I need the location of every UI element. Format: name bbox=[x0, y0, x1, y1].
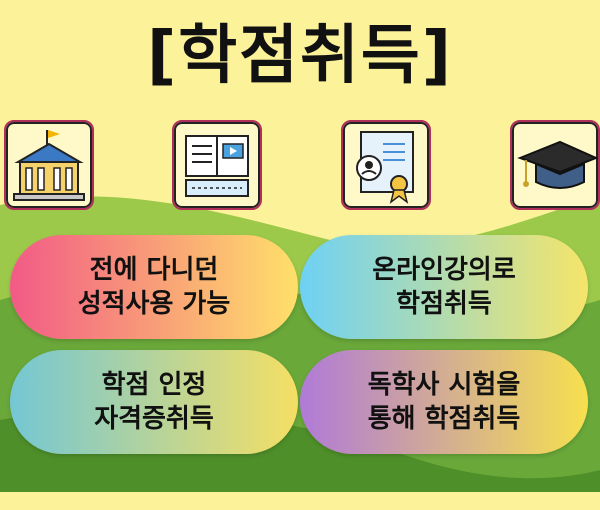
page-title: [학점취득] bbox=[146, 19, 454, 93]
card-line-1: 전에 다니던 bbox=[89, 255, 219, 285]
card-line-1: 독학사 시험을 bbox=[367, 370, 521, 400]
card-certificate-credits: 학점 인정 자격증취득 bbox=[10, 350, 298, 454]
card-line-2: 통해 학점취득 bbox=[367, 404, 521, 434]
card-online-lecture-credits: 온라인강의로 학점취득 bbox=[300, 235, 588, 339]
graduation-cap-icon bbox=[510, 120, 600, 210]
card-line-2: 성적사용 가능 bbox=[77, 289, 231, 319]
card-previous-school-grades: 전에 다니던 성적사용 가능 bbox=[10, 235, 298, 339]
card-line-1: 학점 인정 bbox=[101, 370, 207, 400]
card-line-2: 자격증취득 bbox=[94, 404, 214, 434]
university-building-icon bbox=[4, 120, 94, 210]
certificate-icon bbox=[341, 120, 431, 210]
card-self-study-exam-credits: 독학사 시험을 통해 학점취득 bbox=[300, 350, 588, 454]
card-line-1: 온라인강의로 bbox=[372, 255, 516, 285]
card-line-2: 학점취득 bbox=[396, 289, 492, 319]
online-book-keyboard-icon bbox=[172, 120, 262, 210]
